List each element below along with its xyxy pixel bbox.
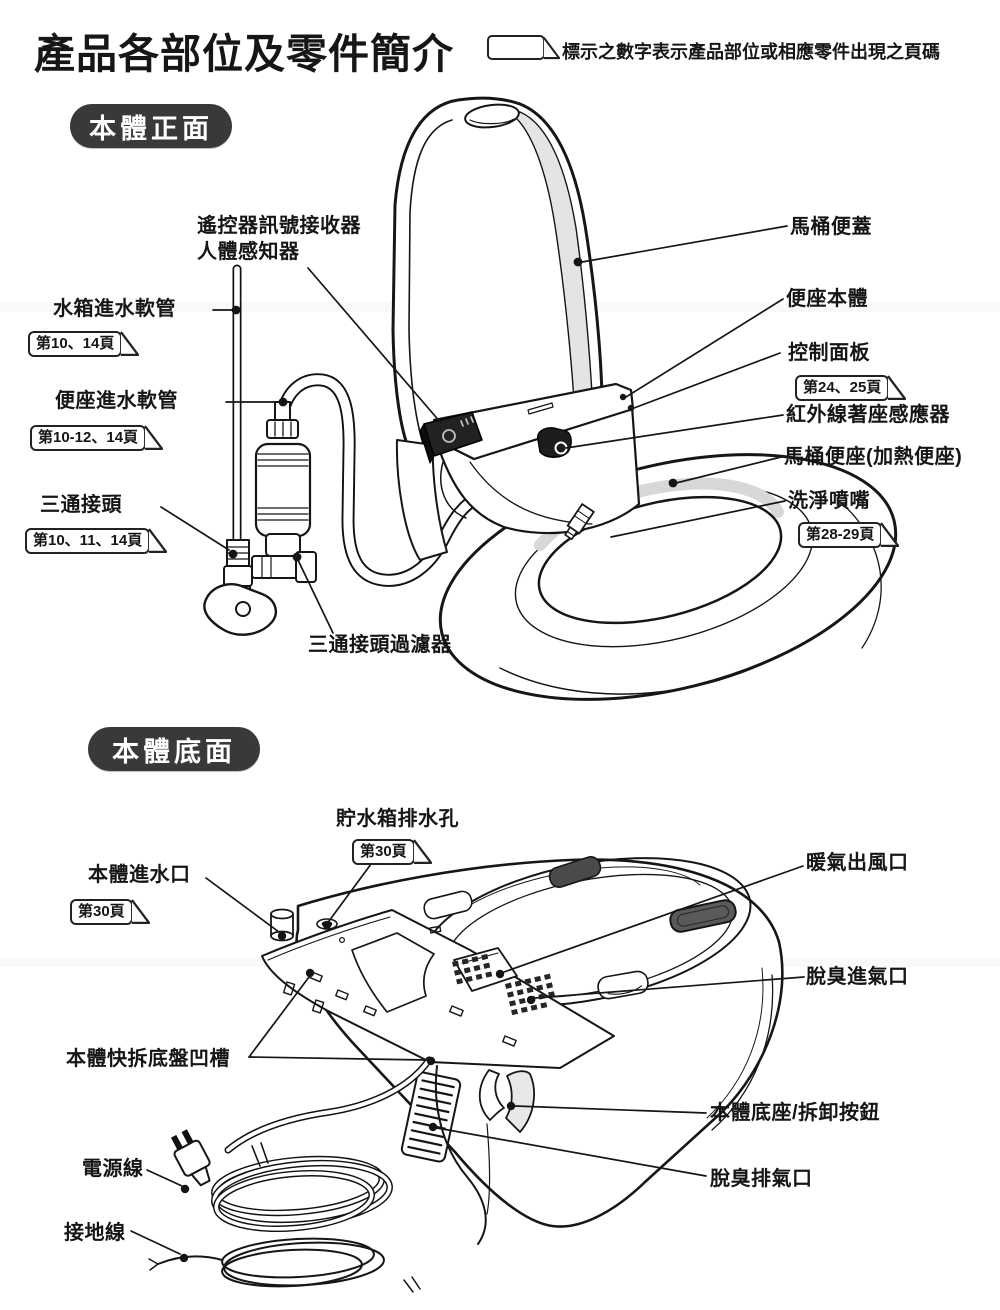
leader-deodor-intake bbox=[526, 976, 805, 1005]
warm-air-vent bbox=[669, 899, 737, 933]
tank-drain-cap bbox=[316, 918, 338, 930]
tag-flag-icon bbox=[144, 425, 164, 450]
power-plug bbox=[170, 1129, 211, 1187]
label-remote-receiver: 遙控器訊號接收器 人體感知器 bbox=[197, 213, 361, 265]
leader-t-filter bbox=[292, 552, 334, 634]
seat-body-front bbox=[434, 404, 641, 535]
label-warm-air: 暖氣出風口 bbox=[806, 852, 909, 874]
label-remote-receiver-line2: 人體感知器 bbox=[197, 241, 300, 263]
leader-deodor-exhaust bbox=[428, 1122, 707, 1177]
label-tank-drain: 貯水箱排水孔 bbox=[336, 808, 459, 830]
label-base-groove: 本體快拆底盤凹槽 bbox=[66, 1048, 230, 1070]
page-ref-text: 第30頁 bbox=[352, 839, 415, 865]
ground-wire bbox=[148, 1065, 487, 1293]
page-title: 產品各部位及零件簡介 bbox=[34, 31, 454, 77]
leader-t-connector bbox=[160, 506, 238, 559]
tag-flag-icon bbox=[887, 375, 907, 400]
leader-control-panel bbox=[627, 352, 781, 412]
label-seat-body: 便座本體 bbox=[786, 288, 868, 310]
label-tank-hose: 水箱進水軟管 bbox=[53, 298, 176, 320]
label-release-button: 本體底座/拆卸按鈕 bbox=[710, 1102, 881, 1124]
legend-note: 標示之數字表示產品部位或相應零件出現之頁碼 bbox=[562, 42, 940, 62]
page-ref-tank-hose: 第10、14頁 bbox=[28, 328, 140, 357]
leader-nozzle bbox=[610, 500, 786, 538]
label-deodor-exhaust: 脫臭排氣口 bbox=[710, 1168, 813, 1190]
page-tag-icon bbox=[487, 34, 560, 60]
exhaust-louver bbox=[400, 1071, 462, 1163]
label-ground-wire: 接地線 bbox=[64, 1222, 126, 1244]
page-ref-control-panel: 第24、25頁 bbox=[795, 372, 907, 401]
leader-body-inlet bbox=[205, 877, 287, 941]
wash-nozzle bbox=[564, 503, 595, 541]
page-ref-text: 第24、25頁 bbox=[795, 375, 890, 401]
section-header-bottom: 本體底面 bbox=[88, 727, 260, 771]
page-ref-text: 第30頁 bbox=[70, 899, 133, 925]
page-ref-text: 第10-12、14頁 bbox=[30, 425, 147, 451]
label-power-cord: 電源線 bbox=[82, 1158, 144, 1180]
page-ref-text: 第10、11、14頁 bbox=[25, 528, 151, 554]
ir-sensor-window bbox=[537, 427, 572, 458]
page-ref-seat-hose: 第10-12、14頁 bbox=[30, 422, 164, 451]
leader-seat-hose bbox=[225, 397, 288, 407]
label-deodor-intake: 脫臭進氣口 bbox=[806, 966, 909, 988]
power-cord bbox=[170, 1056, 433, 1232]
bumper-pad-dark bbox=[548, 855, 602, 889]
base-plate bbox=[261, 909, 615, 1069]
label-t-connector: 三通接頭 bbox=[40, 494, 122, 516]
filter-unit bbox=[254, 401, 312, 557]
t-connector-valve bbox=[203, 539, 317, 636]
label-t-filter: 三通接頭過濾器 bbox=[308, 634, 452, 656]
page-ref-text: 第28-29頁 bbox=[798, 522, 883, 548]
release-clip bbox=[478, 1069, 535, 1133]
leader-seat-body bbox=[619, 298, 784, 401]
warm-air-duct bbox=[453, 947, 518, 992]
bumper-pad-white bbox=[597, 970, 649, 1000]
label-nozzle: 洗淨噴嘴 bbox=[788, 490, 870, 512]
tag-flag-icon bbox=[412, 839, 432, 864]
page-tag-box bbox=[487, 35, 545, 60]
label-seat-hose: 便座進水軟管 bbox=[55, 390, 178, 412]
page-ref-tank-drain: 第30頁 bbox=[352, 836, 432, 865]
leader-remote-receiver bbox=[307, 267, 442, 424]
page-ref-t-connector: 第10、11、14頁 bbox=[25, 525, 168, 554]
leader-release-button bbox=[506, 1101, 707, 1114]
leader-ir-sensor bbox=[565, 414, 784, 449]
label-heated-seat: 馬桶便座(加熱便座) bbox=[784, 446, 963, 468]
leader-power-cord bbox=[146, 1169, 190, 1194]
bottom-diagram bbox=[148, 855, 784, 1293]
leader-lid bbox=[573, 225, 788, 267]
toilet-lid bbox=[391, 96, 604, 454]
tag-flag-icon bbox=[148, 528, 168, 553]
section-header-front: 本體正面 bbox=[70, 104, 232, 148]
tag-flag-icon bbox=[543, 37, 560, 60]
page-ref-nozzle: 第28-29頁 bbox=[798, 519, 900, 548]
leader-tank-drain bbox=[322, 859, 375, 930]
seat-ring-underside bbox=[422, 857, 752, 1007]
tag-flag-icon bbox=[130, 899, 150, 924]
label-lid: 馬桶便蓋 bbox=[790, 216, 872, 238]
control-panel-deck bbox=[432, 382, 635, 461]
label-body-inlet: 本體進水口 bbox=[88, 864, 191, 886]
page-ref-body-inlet: 第30頁 bbox=[70, 896, 150, 925]
leader-heated-seat bbox=[668, 456, 782, 488]
label-ir-sensor: 紅外線著座感應器 bbox=[786, 404, 950, 426]
leader-base-groove bbox=[248, 968, 436, 1066]
water-inlet bbox=[270, 908, 294, 942]
hinge-side-cover bbox=[395, 439, 448, 561]
leader-ground-wire bbox=[130, 1230, 189, 1263]
bumper-pad-white bbox=[423, 890, 473, 920]
page-ref-text: 第10、14頁 bbox=[28, 331, 123, 357]
label-control-panel: 控制面板 bbox=[788, 342, 870, 364]
label-remote-receiver-line1: 遙控器訊號接收器 bbox=[197, 215, 361, 237]
tag-flag-icon bbox=[120, 331, 140, 356]
remote-receiver-box bbox=[419, 411, 483, 464]
tag-flag-icon bbox=[880, 522, 900, 547]
